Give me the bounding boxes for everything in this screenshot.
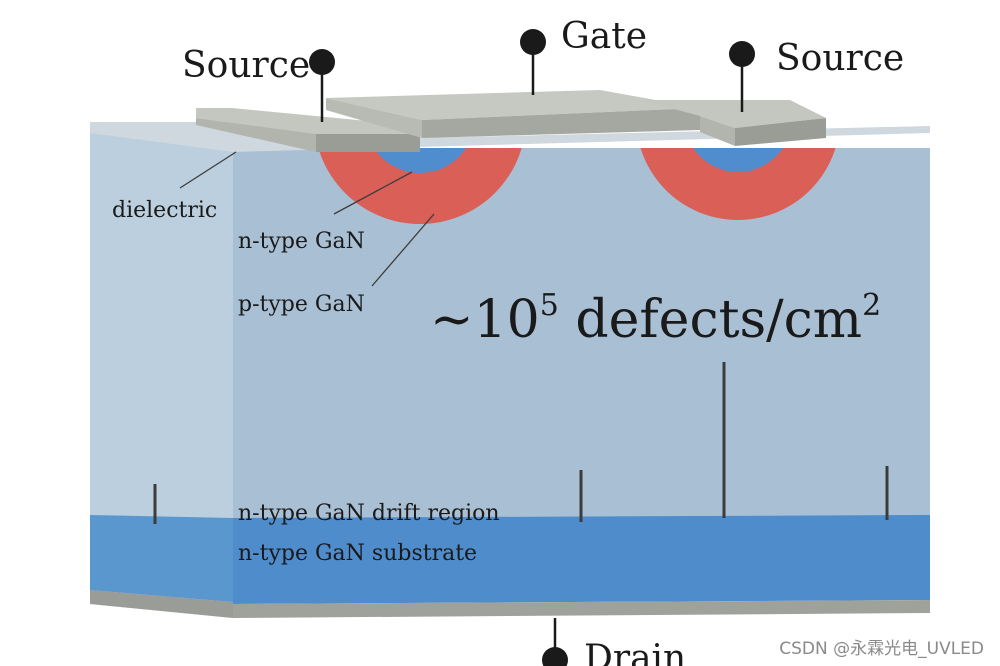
base-left-face <box>90 590 233 618</box>
p-type-leader <box>371 213 435 287</box>
source-right-label: Source <box>776 38 904 79</box>
watermark: CSDN @永霖光电_UVLED <box>779 639 984 659</box>
substrate-label: n-type GaN substrate <box>238 541 477 566</box>
defect-density-suffix: defects/cm <box>559 290 862 350</box>
gate-contact-top <box>326 90 700 120</box>
n-type-well-right <box>693 148 783 172</box>
defect-lines <box>153 362 889 524</box>
source-left-contact-side <box>196 108 316 152</box>
leader-lines <box>179 151 435 287</box>
source-right-contact-side <box>700 116 735 146</box>
p-type-gan-label: p-type GaN <box>238 292 365 317</box>
defect-density-prefix: ~10 <box>430 290 540 350</box>
defect-density-exponent: 5 <box>540 288 559 323</box>
drain-label: Drain <box>584 638 686 666</box>
source-right-contact-top <box>640 100 826 128</box>
source-left-contact-front <box>316 134 420 152</box>
drain-terminal-dot <box>542 647 568 666</box>
gate-contact-side <box>326 98 422 138</box>
dielectric-label: dielectric <box>112 198 217 223</box>
source-left-terminal-dot <box>309 49 335 75</box>
gate-terminal-dot <box>520 29 546 55</box>
drift-region <box>233 148 930 523</box>
defect-density-label: ~105 defects/cm2 <box>430 288 881 350</box>
source-left-label: Source <box>182 45 310 86</box>
drift-region-label: n-type GaN drift region <box>238 501 500 526</box>
n-type-gan-label: n-type GaN <box>238 229 365 254</box>
substrate-left-face <box>90 515 233 602</box>
block-left-face <box>90 133 233 618</box>
source-right-terminal-dot <box>729 41 755 67</box>
substrate-region <box>233 515 930 604</box>
p-type-well-right <box>640 148 836 220</box>
source-left-contact-top <box>196 108 420 134</box>
source-right-contact-front <box>735 118 826 146</box>
gate-label: Gate <box>561 16 647 57</box>
wells <box>318 148 836 224</box>
dielectric-leader <box>179 151 237 189</box>
gate-contact-front <box>422 108 700 138</box>
n-type-well-left <box>373 148 467 173</box>
p-type-well-left <box>318 148 522 224</box>
drain-metal-base <box>233 600 930 618</box>
n-type-leader <box>333 171 413 215</box>
defect-density-unit-exponent: 2 <box>862 288 881 323</box>
